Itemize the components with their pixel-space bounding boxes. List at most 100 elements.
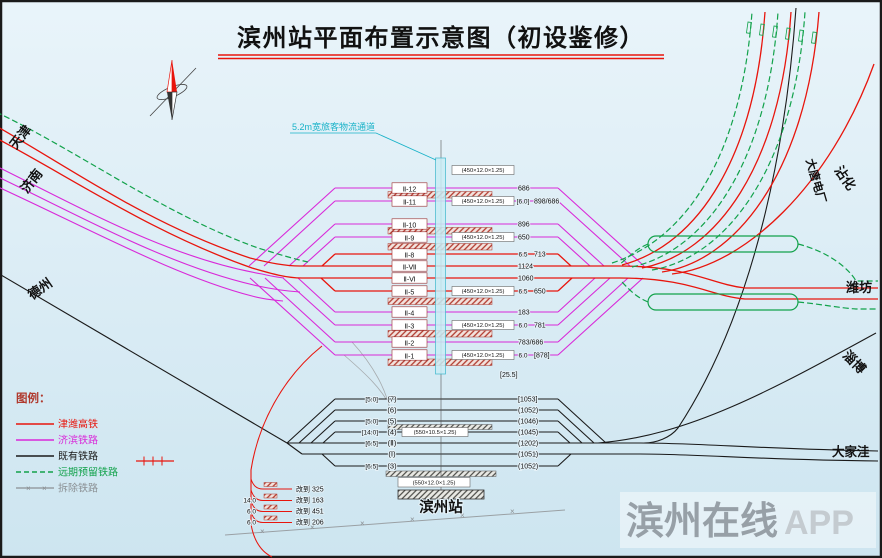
track-id: Ⅱ-4 [405,311,415,318]
track-id: Ⅱ-1 [405,354,415,361]
station-name: 滨州站 [419,498,463,516]
renovation-notes: 改到 325 14.0 改到 163 6.0 改到 451 6.0 改到 206 [242,484,324,528]
track-length: 898/686 [534,199,559,206]
zhanhua-line [671,63,875,275]
track-length: 896 [518,222,530,229]
hsr-main-down [0,127,878,289]
track-id: (5) [387,417,397,426]
watermark-suffix: APP [784,504,854,542]
track-id: (Ⅱ) [388,439,397,448]
track-length: [1053] [518,397,538,404]
dezhou-approach-line [0,273,288,444]
track-id: (Ⅰ) [388,450,396,459]
track-length: 783/686 [518,340,543,347]
platform-width-label: [6.5] [365,441,378,448]
platform-width-label: 6.5 [518,252,527,259]
track-length: 650 [534,289,546,296]
track-id: Ⅱ-2 [405,341,415,348]
platform-width-label: [6.5] [365,464,378,471]
platform-width-label: 6.0 [518,323,527,330]
track-id: Ⅱ-Ⅵ [403,277,415,284]
track-id: Ⅱ-9 [405,236,415,243]
track-length: (1202) [518,441,538,448]
demolished-x-marks: ××× ××× [260,507,515,536]
track-length: (1045) [518,430,538,437]
corridor-note: 5.2m宽旅客物流通道 [292,121,375,132]
platform-size-label: (550×12.0×1.25) [413,481,456,487]
renovation-width: 14.0 [243,498,256,505]
legend-title: 图例： [16,391,51,405]
zibo-line [597,332,877,444]
legend-item-label: 津潍高铁 [58,418,98,431]
svg-text:×: × [360,519,365,528]
platform-width-label: [5.0] [365,419,378,426]
track-id: Ⅱ-8 [405,253,415,260]
existing-lines-group [0,7,879,467]
renovation-label: 改到 451 [296,507,324,516]
compass-icon [149,59,197,121]
legend-item-hsr: 津潍高铁 [16,418,98,431]
track-id: (7) [387,395,397,404]
platform-width-label: [6.0] [517,199,530,206]
svg-text:×: × [460,511,465,520]
track-length: [878] [534,353,550,360]
track-length: (1046) [518,419,538,426]
lower-track-labels: [5.0] [5.0] [14.0] [6.5] [6.5] (7) (6) (… [361,394,539,488]
legend-item-demolished: × × 拆除铁路 [16,482,98,495]
track-id: (4) [387,428,397,437]
svg-text:×: × [260,527,265,536]
platform-size-label: (550×10.5×1.25) [414,430,457,436]
track-id: (3) [387,462,397,471]
direction-label-dajiawa: 大家洼 [832,444,870,459]
track-id: Ⅱ-10 [403,223,417,230]
track-length: 1124 [518,264,533,271]
station-building [397,489,485,500]
lower-loop [647,293,799,311]
track-length: 183 [518,310,530,317]
svg-text:×: × [310,523,315,532]
track-id: Ⅱ-Ⅶ [403,265,417,272]
fan-tip-tags [746,21,817,44]
legend-item-existing: 既有铁路 [16,450,98,463]
platform-size-label: (450×12.0×1.25) [462,289,505,295]
track-length: (1051) [518,452,538,459]
platform-width-label: [5.0] [365,397,378,404]
upper-loop [647,235,799,253]
legend-x-mark: × [26,484,31,493]
corridor-note-group: 5.2m宽旅客物流通道 [290,121,437,161]
reserved-lines-group [0,11,878,310]
svg-text:×: × [410,515,415,524]
diagram-title: 滨州站平面布置示意图（初设鉴修） [218,24,664,60]
platform-size-label: (450×12.0×1.25) [462,199,505,205]
legend-item-jibin: 济滨铁路 [16,434,98,447]
legend-item-label: 拆除铁路 [58,482,98,495]
hsr-main-up [0,139,878,300]
passing-loops [647,235,799,311]
track-length: 650 [518,235,530,242]
track-length: (1052) [518,464,538,471]
page-title: 滨州站平面布置示意图（初设鉴修） [237,24,645,52]
hsr-lines-group [0,11,878,558]
track-id: Ⅱ-5 [405,290,415,297]
direction-label-weifang: 潍坊 [846,280,872,295]
corridor-band [435,157,446,375]
upper-track-labels: Ⅱ-12 Ⅱ-11 Ⅱ-10 Ⅱ-9 Ⅱ-8 Ⅱ-Ⅶ Ⅱ-Ⅵ Ⅱ-5 Ⅱ-4 Ⅱ… [391,165,560,380]
legend-item-label: 济滨铁路 [58,434,98,447]
track-id: Ⅱ-12 [403,187,417,194]
platform-width-label: [14.0] [362,430,378,437]
dajiawa-line [639,442,879,452]
demolished-line [224,341,566,536]
platform-size-label: (450×12.0×1.25) [462,235,505,241]
platform-size-label: (450×12.0×1.25) [462,353,505,359]
track-id: Ⅱ-3 [405,324,415,331]
legend-item-label: 远期预留铁路 [58,466,118,479]
platform-width-label: 6.0 [518,353,527,360]
renovation-label: 改到 325 [296,485,324,494]
track-length: 781 [534,323,546,330]
track-length: (1052) [518,408,538,415]
legend-item-label: 既有铁路 [58,450,98,463]
renovation-label: 改到 206 [296,518,324,527]
track-length: 686 [518,186,530,193]
